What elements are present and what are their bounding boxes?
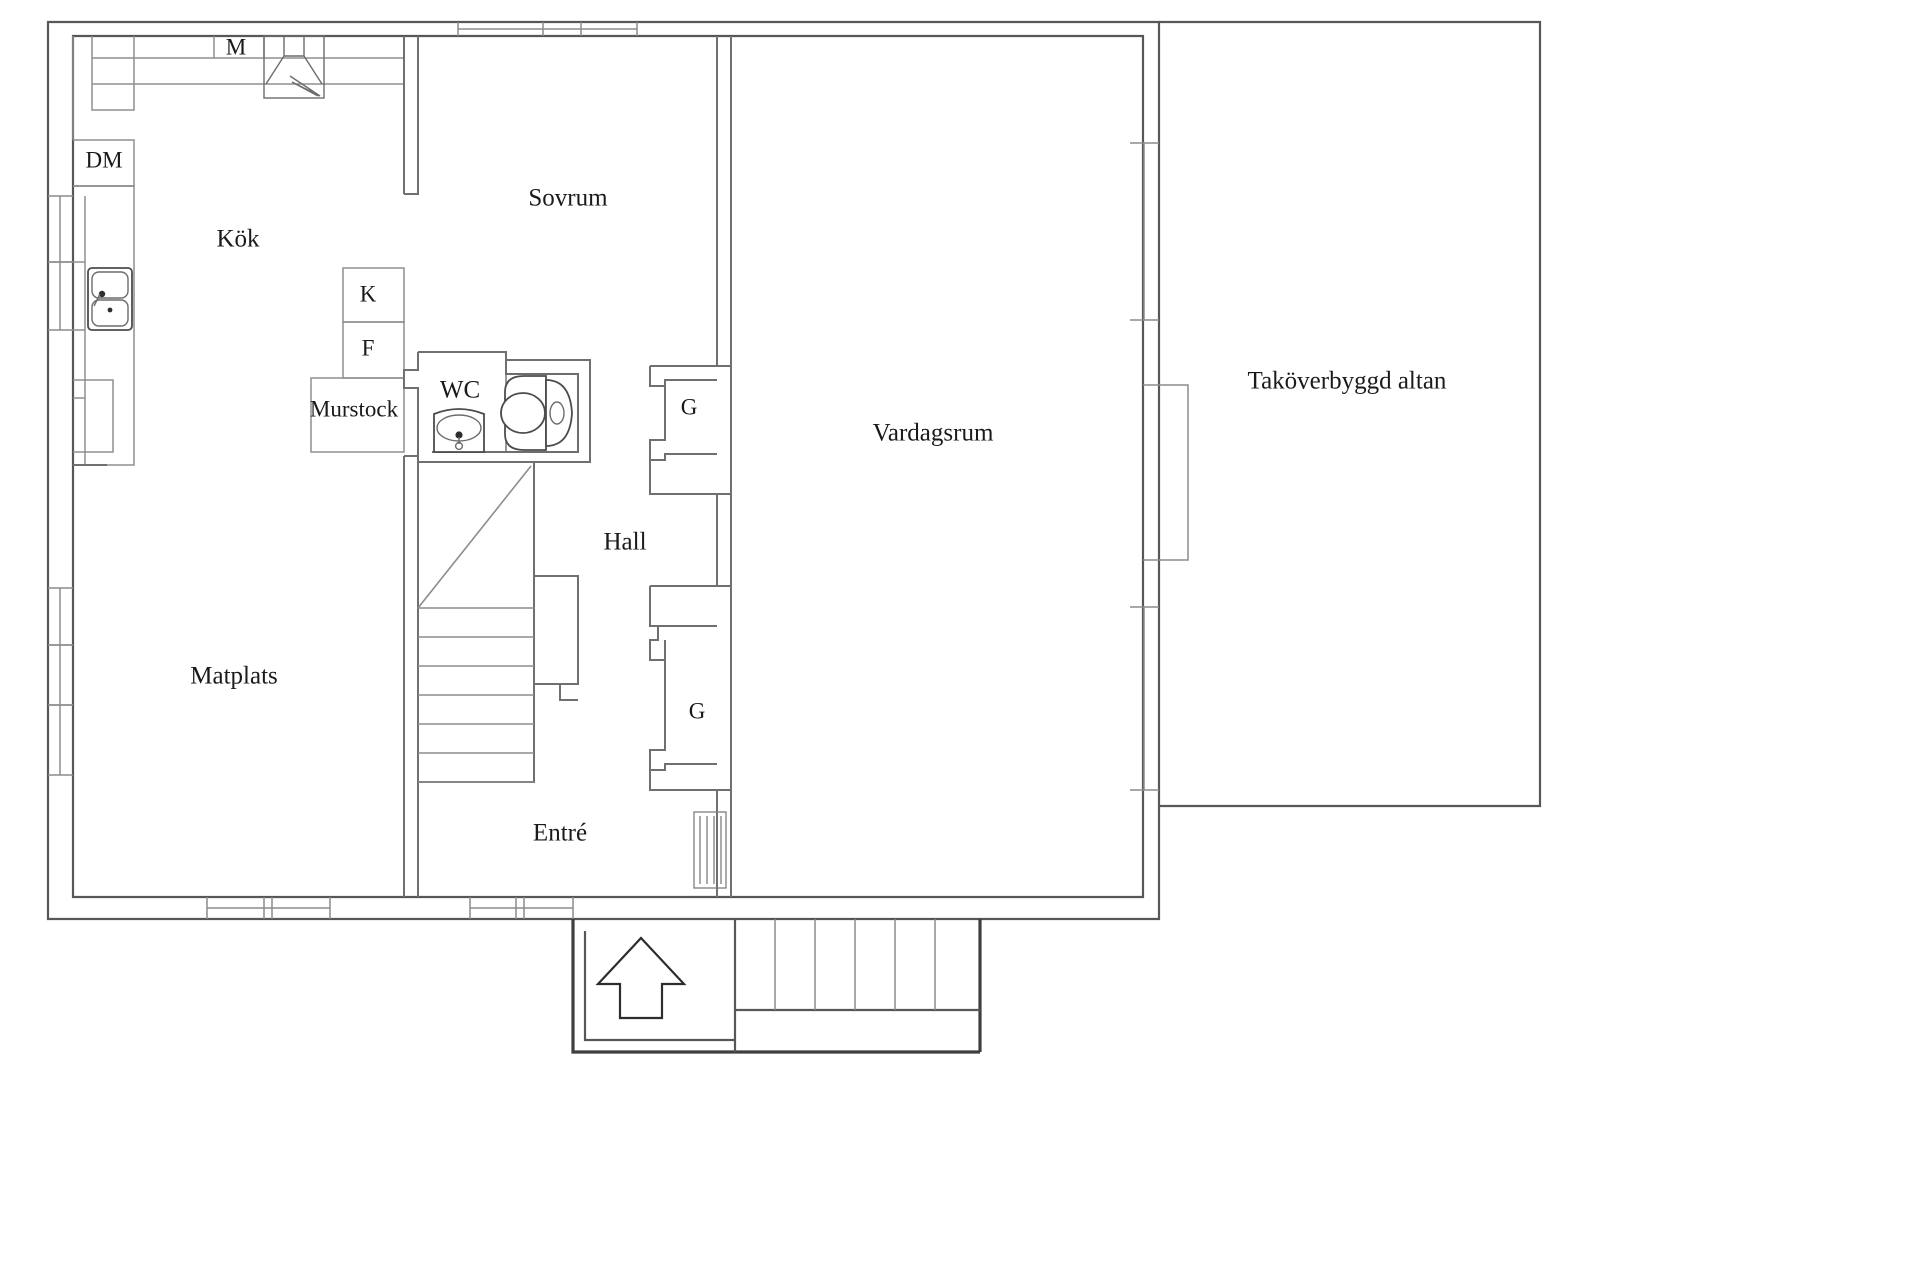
window-right-wall-group [1130, 142, 1189, 791]
window-top-wall-1 [457, 22, 638, 36]
room-label-matplats: Matplats [190, 663, 278, 690]
radiator [693, 811, 727, 889]
room-label-sovrum: Sovrum [528, 185, 608, 212]
appliance-label-microwave: M [226, 34, 246, 59]
window-bottom-wall-group [206, 897, 574, 919]
room-labels: Kök Sovrum Matplats Hall WC Entré Vardag… [190, 185, 1447, 847]
entrance-porch [571, 919, 982, 1054]
room-label-hall: Hall [603, 529, 646, 556]
terrace-outline [1159, 20, 1542, 808]
room-label-entre: Entré [533, 820, 587, 847]
window-left-wall-group [48, 195, 73, 776]
wardrobe-lower [649, 585, 717, 791]
room-label-altan: Taköverbyggd altan [1248, 368, 1447, 395]
appliance-label-freezer: F [362, 335, 375, 360]
chimney-and-appliance-block [310, 267, 405, 453]
range-hood [263, 35, 325, 99]
appliance-label-wardrobe-top: G [681, 394, 698, 419]
wc-toilet [500, 373, 579, 453]
appliance-label-chimney: Murstock [310, 396, 399, 421]
appliance-label-dishwasher: DM [85, 147, 122, 172]
appliance-label-fridge: K [360, 281, 377, 306]
building-outer-walls [46, 20, 1161, 921]
room-label-vardagsrum: Vardagsrum [873, 420, 994, 447]
interior-wall-sovrum-vardagsrum [716, 36, 732, 897]
appliance-labels: M DM K F Murstock G G [85, 34, 705, 723]
wardrobe-upper [649, 365, 717, 495]
room-label-wc: WC [440, 377, 480, 404]
room-label-kok: Kök [216, 226, 260, 253]
appliance-label-wardrobe-bot: G [689, 698, 706, 723]
kitchen-upper-cabinets [72, 36, 405, 194]
kitchen-sink [87, 267, 133, 331]
entrance-direction-arrow [595, 936, 687, 1020]
interior-wall-kitchen-hall [403, 36, 419, 897]
staircase [417, 461, 579, 783]
wc-washbasin [433, 408, 485, 453]
